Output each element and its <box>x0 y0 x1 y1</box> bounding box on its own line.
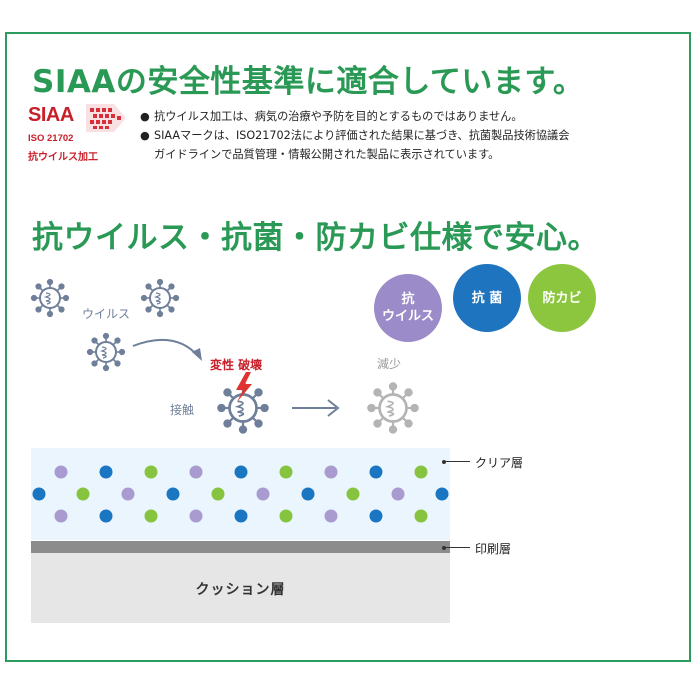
dot-row-3 <box>54 509 428 523</box>
siaa-logo-iso: ISO 21702 <box>28 133 74 144</box>
virus-reduced-icon <box>366 381 420 435</box>
virus-icon-3 <box>86 332 126 372</box>
contact-label: 接触 <box>170 403 195 417</box>
siaa-logo-text: SIAA <box>28 104 74 126</box>
siaa-heading: SIAAの安全性基準に適合しています。 <box>32 64 585 100</box>
virus-label: ウイルス <box>82 307 131 321</box>
note-1: ●抗ウイルス加工は、病気の治療や予防を目的とするものではありません。 <box>140 107 569 126</box>
note-2-cont: ガイドラインで品質管理・情報公開された製品に表示されています。 <box>154 148 500 161</box>
cushion-layer <box>31 553 450 623</box>
damage-label: 変性 破壊 <box>210 358 263 372</box>
bullet-icon: ● <box>140 110 150 123</box>
feature-heading: 抗ウイルス・抗菌・防カビ仕様で安心。 <box>32 220 599 256</box>
badge-antibacterial: 抗 菌 <box>453 264 521 332</box>
clear-layer <box>31 448 450 540</box>
note-2: ●SIAAマークは、ISO21702法により評価された結果に基づき、抗菌製品技術… <box>140 126 569 145</box>
antimicrobial-dots <box>32 465 449 523</box>
content-frame <box>5 32 691 662</box>
siaa-logo: SIAA ISO 21702 抗ウイルス加工 <box>28 100 128 170</box>
siaa-mark-icon <box>86 104 126 132</box>
curved-arrow-icon <box>132 339 199 357</box>
straight-arrow-head <box>327 399 340 417</box>
badge-antiviral: 抗ウイルス <box>374 274 442 342</box>
lightning-icon <box>236 372 252 402</box>
siaa-logo-sub: 抗ウイルス加工 <box>28 152 98 163</box>
virus-icon-1 <box>30 278 70 318</box>
dot-row-2 <box>32 487 449 501</box>
print-layer-pointer-dot <box>442 546 446 550</box>
bullet-icon: ● <box>140 129 150 142</box>
curved-arrow-head <box>192 348 202 361</box>
cushion-layer-label: クッション層 <box>195 582 286 598</box>
print-layer-pointer-line <box>446 547 470 548</box>
clear-layer-pointer-line <box>446 461 470 462</box>
siaa-notes: ●抗ウイルス加工は、病気の治療や予防を目的とするものではありません。 ●SIAA… <box>140 107 569 164</box>
print-layer <box>31 541 450 553</box>
badge-antifungal: 防カビ <box>528 264 596 332</box>
dot-row-1 <box>54 465 428 479</box>
clear-layer-label: クリア層 <box>475 456 524 470</box>
virus-icon-2 <box>140 278 180 318</box>
print-layer-label: 印刷層 <box>475 542 512 556</box>
clear-layer-pointer-dot <box>442 460 446 464</box>
reduce-label: 減少 <box>377 357 402 371</box>
